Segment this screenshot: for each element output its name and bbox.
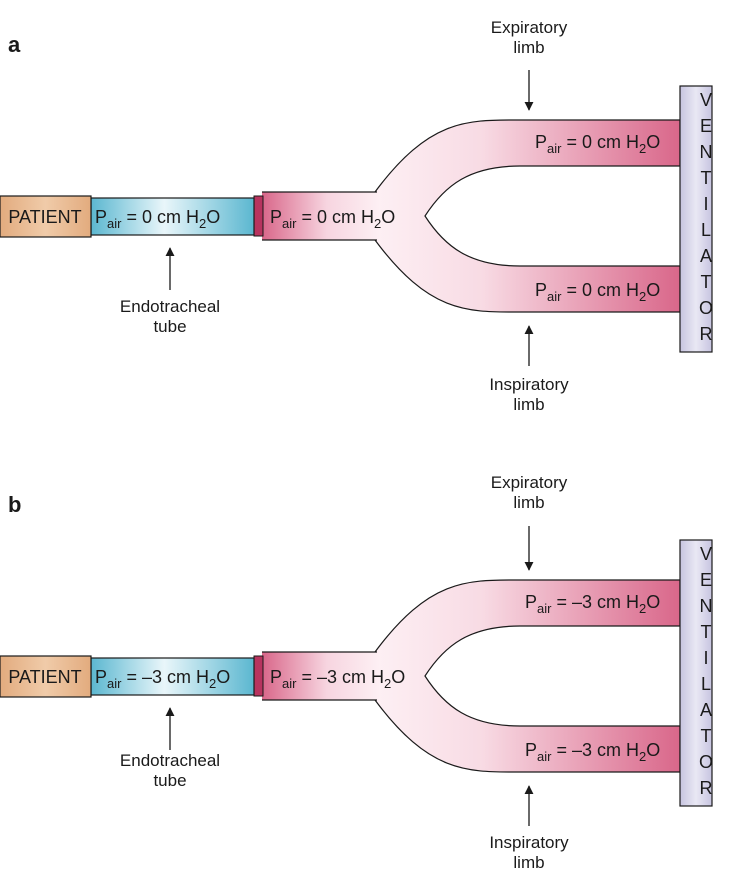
expiratory-pressure: Pair = –3 cm H2O [525, 592, 660, 616]
ventilator-letter: T [701, 726, 712, 746]
wye-pressure: Pair = 0 cm H2O [270, 207, 395, 231]
ventilator-letter: L [701, 674, 711, 694]
ventilator-letter: R [700, 324, 713, 344]
endotracheal-tube [90, 657, 255, 696]
ventilator-label: V E N T I L A T O R [699, 90, 713, 344]
panel-a: a PATIENT Pair = 0 cm H2O Pair = 0 cm H2… [0, 18, 713, 414]
expiratory-limb-label: Expiratory [491, 473, 568, 492]
inspiratory-limb-label: Inspiratory [489, 375, 569, 394]
ventilator-letter: O [699, 752, 713, 772]
endotracheal-tube-label: tube [153, 317, 186, 336]
endotracheal-tube-label: tube [153, 771, 186, 790]
circuit-limbs [374, 119, 681, 313]
endotracheal-tube-label: Endotracheal [120, 751, 220, 770]
panel-label: b [8, 492, 21, 517]
panel-label: a [8, 32, 21, 57]
ventilator-letter: T [701, 272, 712, 292]
ventilator-letter: A [700, 700, 712, 720]
wye-pressure: Pair = –3 cm H2O [270, 667, 405, 691]
expiratory-pressure: Pair = 0 cm H2O [535, 132, 660, 156]
ventilator-letter: E [700, 116, 712, 136]
wye-segment [262, 652, 380, 700]
ventilator-letter: I [703, 648, 708, 668]
patient-label: PATIENT [8, 667, 81, 687]
patient-box [0, 655, 92, 698]
circuit-limbs [374, 579, 681, 773]
ventilator-letter: N [700, 596, 713, 616]
wye-segment [262, 192, 380, 240]
expiratory-limb-label: Expiratory [491, 18, 568, 37]
ventilator-box [679, 539, 713, 807]
ventilator-letter: A [700, 246, 712, 266]
ventilator-letter: T [701, 168, 712, 188]
inspiratory-limb-label: limb [513, 853, 544, 872]
endotracheal-tube [90, 197, 255, 236]
patient-label: PATIENT [8, 207, 81, 227]
inspiratory-limb-label: limb [513, 395, 544, 414]
ventilator-letter: L [701, 220, 711, 240]
ventilator-letter: O [699, 298, 713, 318]
patient-box [0, 195, 92, 238]
connector [253, 655, 264, 697]
ventilator-letter: R [700, 778, 713, 798]
inspiratory-pressure: Pair = –3 cm H2O [525, 740, 660, 764]
endotracheal-tube-label: Endotracheal [120, 297, 220, 316]
expiratory-limb-label: limb [513, 38, 544, 57]
ventilator-letter: E [700, 570, 712, 590]
inspiratory-limb-label: Inspiratory [489, 833, 569, 852]
ventilator-letter: I [703, 194, 708, 214]
ett-pressure: Pair = 0 cm H2O [95, 207, 220, 231]
ventilator-letter: V [700, 544, 712, 564]
ventilator-label: V E N T I L A T O R [699, 544, 713, 798]
panel-b: b PATIENT Pair = –3 cm H2O Pair = –3 cm … [0, 473, 713, 872]
expiratory-limb-label: limb [513, 493, 544, 512]
inspiratory-pressure: Pair = 0 cm H2O [535, 280, 660, 304]
connector [253, 195, 264, 237]
ventilator-letter: N [700, 142, 713, 162]
ett-pressure: Pair = –3 cm H2O [95, 667, 230, 691]
ventilator-letter: V [700, 90, 712, 110]
ventilator-letter: T [701, 622, 712, 642]
ventilator-box [679, 85, 713, 353]
